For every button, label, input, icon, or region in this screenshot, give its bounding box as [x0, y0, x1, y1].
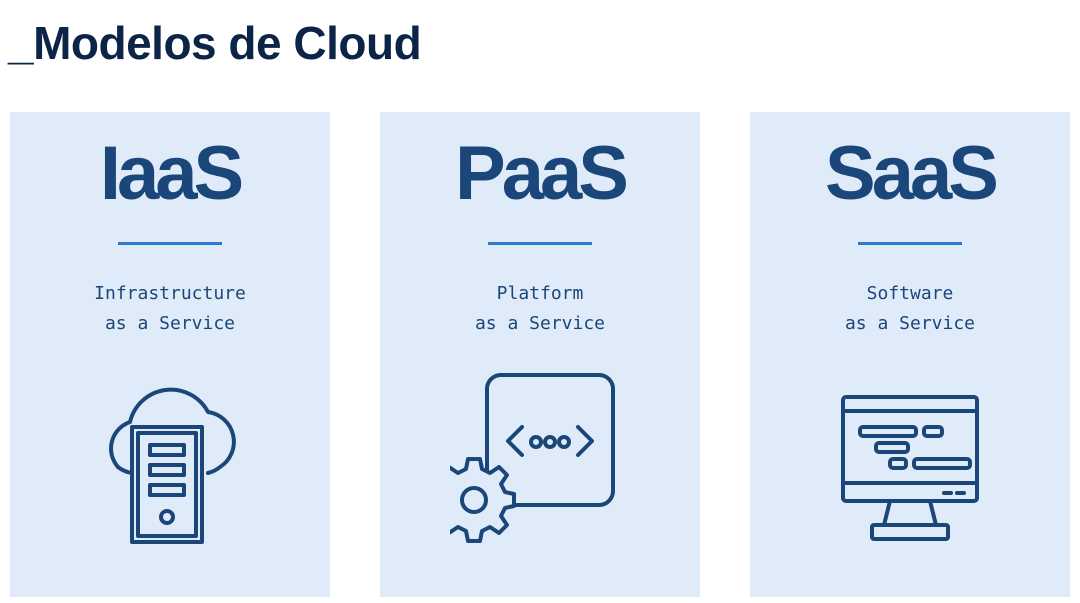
- card-paas: PaaS Platform as a Service: [380, 112, 700, 597]
- cloud-server-icon: [80, 367, 260, 547]
- divider: [118, 242, 222, 245]
- card-description: Infrastructure as a Service: [10, 279, 330, 339]
- divider: [488, 242, 592, 245]
- card-description-line2: as a Service: [104, 313, 236, 334]
- desktop-monitor-icon: [820, 367, 1000, 547]
- code-gear-icon: [450, 367, 630, 547]
- card-description: Software as a Service: [750, 279, 1070, 339]
- card-description: Platform as a Service: [380, 279, 700, 339]
- card-title: IaaS: [99, 131, 244, 216]
- card-description-line1: Platform: [496, 283, 584, 304]
- card-description-line2: as a Service: [474, 313, 606, 334]
- card-title: PaaS: [455, 131, 629, 216]
- card-description-line1: Infrastructure: [94, 283, 246, 304]
- card-saas: SaaS Software as a Service: [750, 112, 1070, 597]
- divider: [858, 242, 962, 245]
- page-title: _Modelos de Cloud: [8, 17, 422, 69]
- card-iaas: IaaS Infrastructure as a Service: [10, 112, 330, 597]
- card-description-line1: Software: [866, 283, 954, 304]
- card-title: SaaS: [825, 131, 999, 216]
- card-description-line2: as a Service: [844, 313, 976, 334]
